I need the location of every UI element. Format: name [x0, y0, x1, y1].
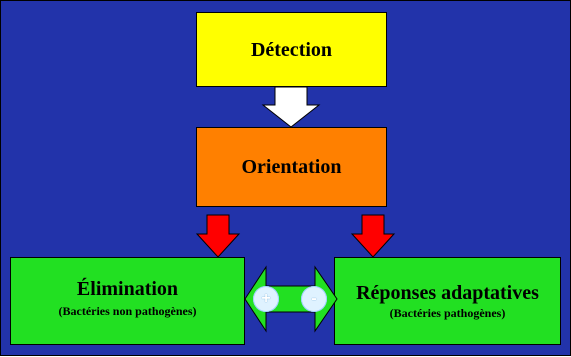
double-arrow-elimination-adaptive	[244, 265, 338, 333]
adaptive-response-box: Réponses adaptatives (Bactéries pathogèn…	[334, 257, 561, 345]
adaptive-response-subtitle: (Bactéries pathogènes)	[389, 306, 506, 320]
elimination-box: Élimination (Bactéries non pathogènes)	[10, 257, 245, 345]
plus-sign: +	[253, 286, 279, 312]
orientation-box: Orientation	[196, 127, 387, 207]
adaptive-response-label: Réponses adaptatives	[356, 282, 539, 304]
orientation-label: Orientation	[241, 156, 342, 178]
elimination-subtitle: (Bactéries non pathogènes)	[58, 304, 197, 318]
down-arrow-orientation-elimination	[195, 214, 241, 258]
minus-sign: -	[301, 286, 327, 312]
down-arrow-detection-orientation	[261, 86, 321, 128]
elimination-label: Élimination	[76, 278, 179, 300]
detection-label: Détection	[250, 38, 333, 61]
down-arrow-orientation-adaptive	[350, 214, 396, 258]
detection-box: Détection	[196, 12, 387, 87]
